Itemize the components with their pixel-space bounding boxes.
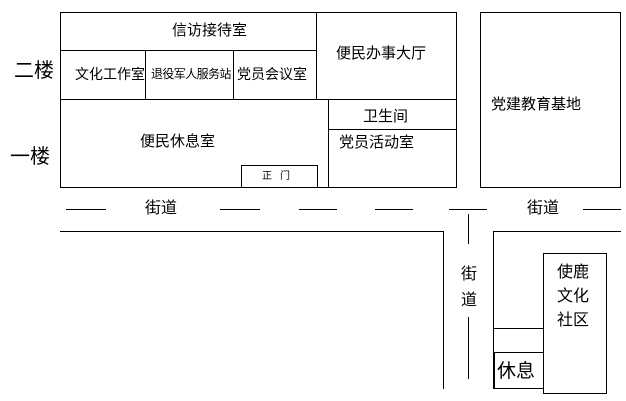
- street-dash-2: [220, 209, 260, 210]
- party-education-base-building: [480, 12, 621, 188]
- road-edge-right-vertical: [493, 231, 494, 389]
- road-edge-lower-right: [493, 231, 621, 232]
- community-label-line2: 文化: [557, 286, 590, 305]
- rest-label: 休息: [497, 360, 536, 382]
- main-door-label: 正门: [262, 171, 298, 182]
- street-label-right: 街道: [527, 198, 560, 217]
- divider-second-floor-right: [316, 12, 317, 100]
- divider-cultural-veterans: [145, 50, 146, 100]
- main-building-outline: [60, 12, 457, 188]
- street-dash-5: [449, 209, 487, 210]
- floor-label-first: 一楼: [10, 144, 50, 168]
- room-cultural-office: 文化工作室: [75, 67, 145, 83]
- rest-area-top-line: [493, 328, 543, 329]
- room-veterans-service: 退役军人服务站: [151, 67, 231, 81]
- room-party-education-base: 党建教育基地: [491, 95, 582, 113]
- street-dash-4: [375, 209, 413, 210]
- main-door-box: [241, 165, 318, 188]
- street-dash-1: [66, 209, 106, 210]
- divider-lounge-right: [328, 99, 329, 188]
- street-dash-6: [583, 209, 621, 210]
- vertical-street-label-top: 街: [461, 264, 478, 283]
- rest-box: [494, 352, 544, 389]
- divider-second-floor-bottom: [60, 99, 457, 100]
- community-label-line1: 使鹿: [557, 262, 590, 281]
- room-restroom: 卫生间: [363, 107, 409, 125]
- divider-petition-bottom: [60, 50, 317, 51]
- street-label-left: 街道: [145, 198, 178, 217]
- vertical-street-dash-1: [468, 214, 469, 244]
- room-party-activity: 党员活动室: [339, 133, 415, 151]
- vertical-street-dash-2: [468, 317, 469, 379]
- community-label-line3: 社区: [557, 310, 590, 329]
- floor-label-second: 二楼: [14, 58, 54, 82]
- divider-restroom-bottom: [328, 129, 457, 130]
- street-dash-3: [299, 209, 337, 210]
- divider-veterans-meeting: [233, 50, 234, 100]
- vertical-street-label-bottom: 道: [461, 290, 478, 309]
- room-service-hall: 便民办事大厅: [336, 44, 427, 62]
- room-petition-reception: 信访接待室: [172, 21, 248, 39]
- room-lounge: 便民休息室: [140, 132, 216, 150]
- room-party-meeting: 党员会议室: [237, 67, 307, 83]
- road-edge-left-vertical: [443, 231, 444, 389]
- community-building: [543, 253, 607, 394]
- road-edge-lower-left: [60, 231, 444, 232]
